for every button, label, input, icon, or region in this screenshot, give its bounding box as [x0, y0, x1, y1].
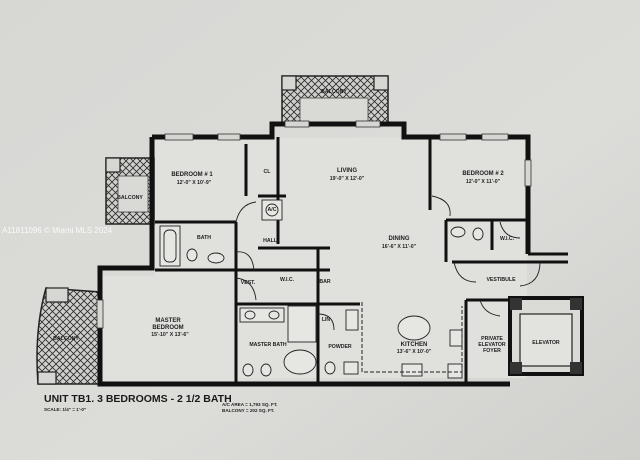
- label-balcony-top: BALCONY: [321, 89, 347, 95]
- label-bedroom2: BEDROOM # 2: [462, 171, 504, 177]
- label-balcony-bottom: BALCONY: [53, 336, 79, 342]
- label-kitchen: KITCHEN: [401, 342, 428, 348]
- label-private-foyer-1: PRIVATE: [481, 336, 503, 342]
- label-bar: BAR: [319, 279, 330, 285]
- label-private-foyer-2: ELEVATOR: [478, 342, 506, 348]
- fixtures: [159, 199, 484, 379]
- label-living: LIVING: [337, 168, 357, 174]
- dims-kitchen: 13'-6" X 10'-0": [397, 349, 432, 355]
- label-hall: HALL: [263, 238, 278, 244]
- label-vest: VEST.: [241, 280, 256, 286]
- balcony-top: [281, 75, 389, 125]
- elevator-shaft: [508, 296, 584, 376]
- label-wic-b: W.I.C.: [500, 236, 515, 242]
- label-vestibule: VESTIBULE: [486, 277, 516, 283]
- label-powder: POWDER: [328, 344, 352, 350]
- label-ac: A/C: [268, 207, 277, 213]
- dims-dining: 16'-6" X 11'-0": [382, 244, 417, 250]
- balcony-left: [105, 157, 155, 225]
- balcony-bottom-left: [36, 287, 101, 385]
- scale-note: SCALE: 1/4" = 1'-0": [44, 407, 86, 412]
- area-ac: A/C AREA = 1,793 SQ. FT.: [222, 402, 277, 407]
- label-bath: BATH: [197, 235, 211, 241]
- kitchen-counter: [361, 302, 463, 373]
- door-swings: [235, 195, 541, 331]
- mls-watermark: A11811096 © Miami MLS 2024: [2, 226, 113, 235]
- label-bedroom1: BEDROOM # 1: [171, 172, 213, 178]
- label-wic-a: W.I.C.: [280, 277, 295, 283]
- label-balcony-left: BALCONY: [117, 195, 143, 201]
- area-balcony: BALCONY = 202 SQ. FT.: [222, 408, 274, 413]
- label-lin: LIN: [322, 317, 331, 323]
- unit-title: UNIT TB1. 3 BEDROOMS - 2 1/2 BATH: [44, 393, 232, 405]
- label-elevator: ELEVATOR: [532, 340, 560, 346]
- label-master-bath: MASTER BATH: [249, 342, 287, 348]
- interior-walls: [155, 137, 568, 382]
- label-private-foyer-3: FOYER: [483, 348, 501, 354]
- dims-living: 19'-0" X 12'-0": [330, 176, 365, 182]
- exterior-walls: [97, 121, 531, 387]
- dims-bedroom2: 12'-0" X 11'-0": [466, 179, 501, 185]
- label-dining: DINING: [389, 236, 410, 242]
- label-master: MASTER: [155, 318, 181, 324]
- windows: [96, 120, 532, 329]
- dims-master: 15'-10" X 13'-6": [151, 332, 189, 338]
- label-cl: CL: [264, 169, 272, 175]
- dims-bedroom1: 12'-0" X 10'-9": [177, 180, 212, 186]
- label-master-bedroom: BEDROOM: [152, 325, 183, 331]
